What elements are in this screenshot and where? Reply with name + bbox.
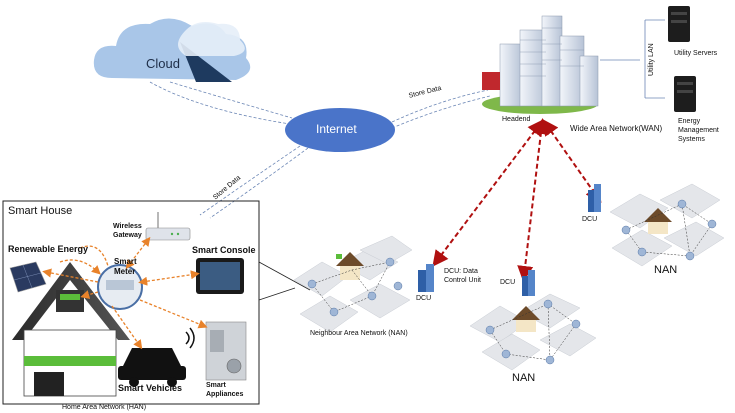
nan-middle-cluster <box>469 293 597 371</box>
nan-left-label: Neighbour Area Network (NAN) <box>310 330 408 337</box>
smart-meter-label-2: Meter <box>114 267 136 276</box>
dcu-mid-label: DCU <box>500 279 516 286</box>
dcu-mid-icon <box>522 270 535 296</box>
energy-management-server-icon <box>674 76 696 112</box>
cloud-label: Cloud <box>146 56 180 71</box>
smart-console-label: Smart Console <box>192 245 256 255</box>
nan-mid-label: NAN <box>512 372 536 384</box>
smart-meter-icon <box>97 264 143 310</box>
wireless-gateway-label-1: Wireless <box>113 223 142 230</box>
smart-meter-label-1: Smart <box>114 257 137 266</box>
wireless-gateway-icon <box>145 212 191 241</box>
smart-house-icon <box>12 262 130 397</box>
smart-appliances-label-1: Smart <box>206 382 226 389</box>
wan-label: Wide Area Network(WAN) <box>570 124 663 133</box>
dcu-desc-label-2: Control Unit <box>444 277 481 284</box>
ems-label-1: Energy <box>678 118 701 125</box>
smart-vehicles-label: Smart Vehicles <box>118 383 183 393</box>
ems-label-2: Management <box>678 127 719 134</box>
smart-vehicle-icon <box>118 327 195 387</box>
solar-panel-icon <box>9 261 47 293</box>
headend-buildings-icon <box>482 15 599 114</box>
wan-links <box>432 118 602 282</box>
utility-servers-label: Utility Servers <box>674 50 718 57</box>
internet-links <box>149 19 665 219</box>
wireless-gateway-label-2: Gateway <box>113 232 142 239</box>
dcu-desc-label-1: DCU: Data <box>444 268 478 275</box>
internet-node <box>285 108 395 152</box>
dcu-right-icon <box>588 184 601 212</box>
internet-label: Internet <box>316 122 357 136</box>
utility-lan-label: Utility LAN <box>648 43 655 76</box>
nan-left-cluster <box>293 235 413 333</box>
nan-right-cluster <box>609 183 725 267</box>
nan-right-label: NAN <box>654 264 678 276</box>
smart-appliances-label-2: Appliances <box>206 391 244 398</box>
cloud-icon <box>93 18 251 82</box>
ems-label-3: Systems <box>678 136 705 143</box>
han-label: Home Area Network (HAN) <box>62 404 147 411</box>
dcu-right-label: DCU <box>582 216 598 223</box>
smart-house-title: Smart House <box>8 205 73 217</box>
utility-server-icon <box>668 6 690 42</box>
han-links <box>42 236 208 350</box>
smart-console-icon <box>196 258 244 294</box>
smart-house-box <box>2 200 260 405</box>
dcu-main-label: DCU <box>416 295 432 302</box>
smart-appliances-icon <box>205 321 247 381</box>
renewable-energy-label: Renewable Energy <box>8 244 89 254</box>
dcu-main-icon <box>418 264 434 292</box>
headend-label: Headend <box>502 116 531 123</box>
